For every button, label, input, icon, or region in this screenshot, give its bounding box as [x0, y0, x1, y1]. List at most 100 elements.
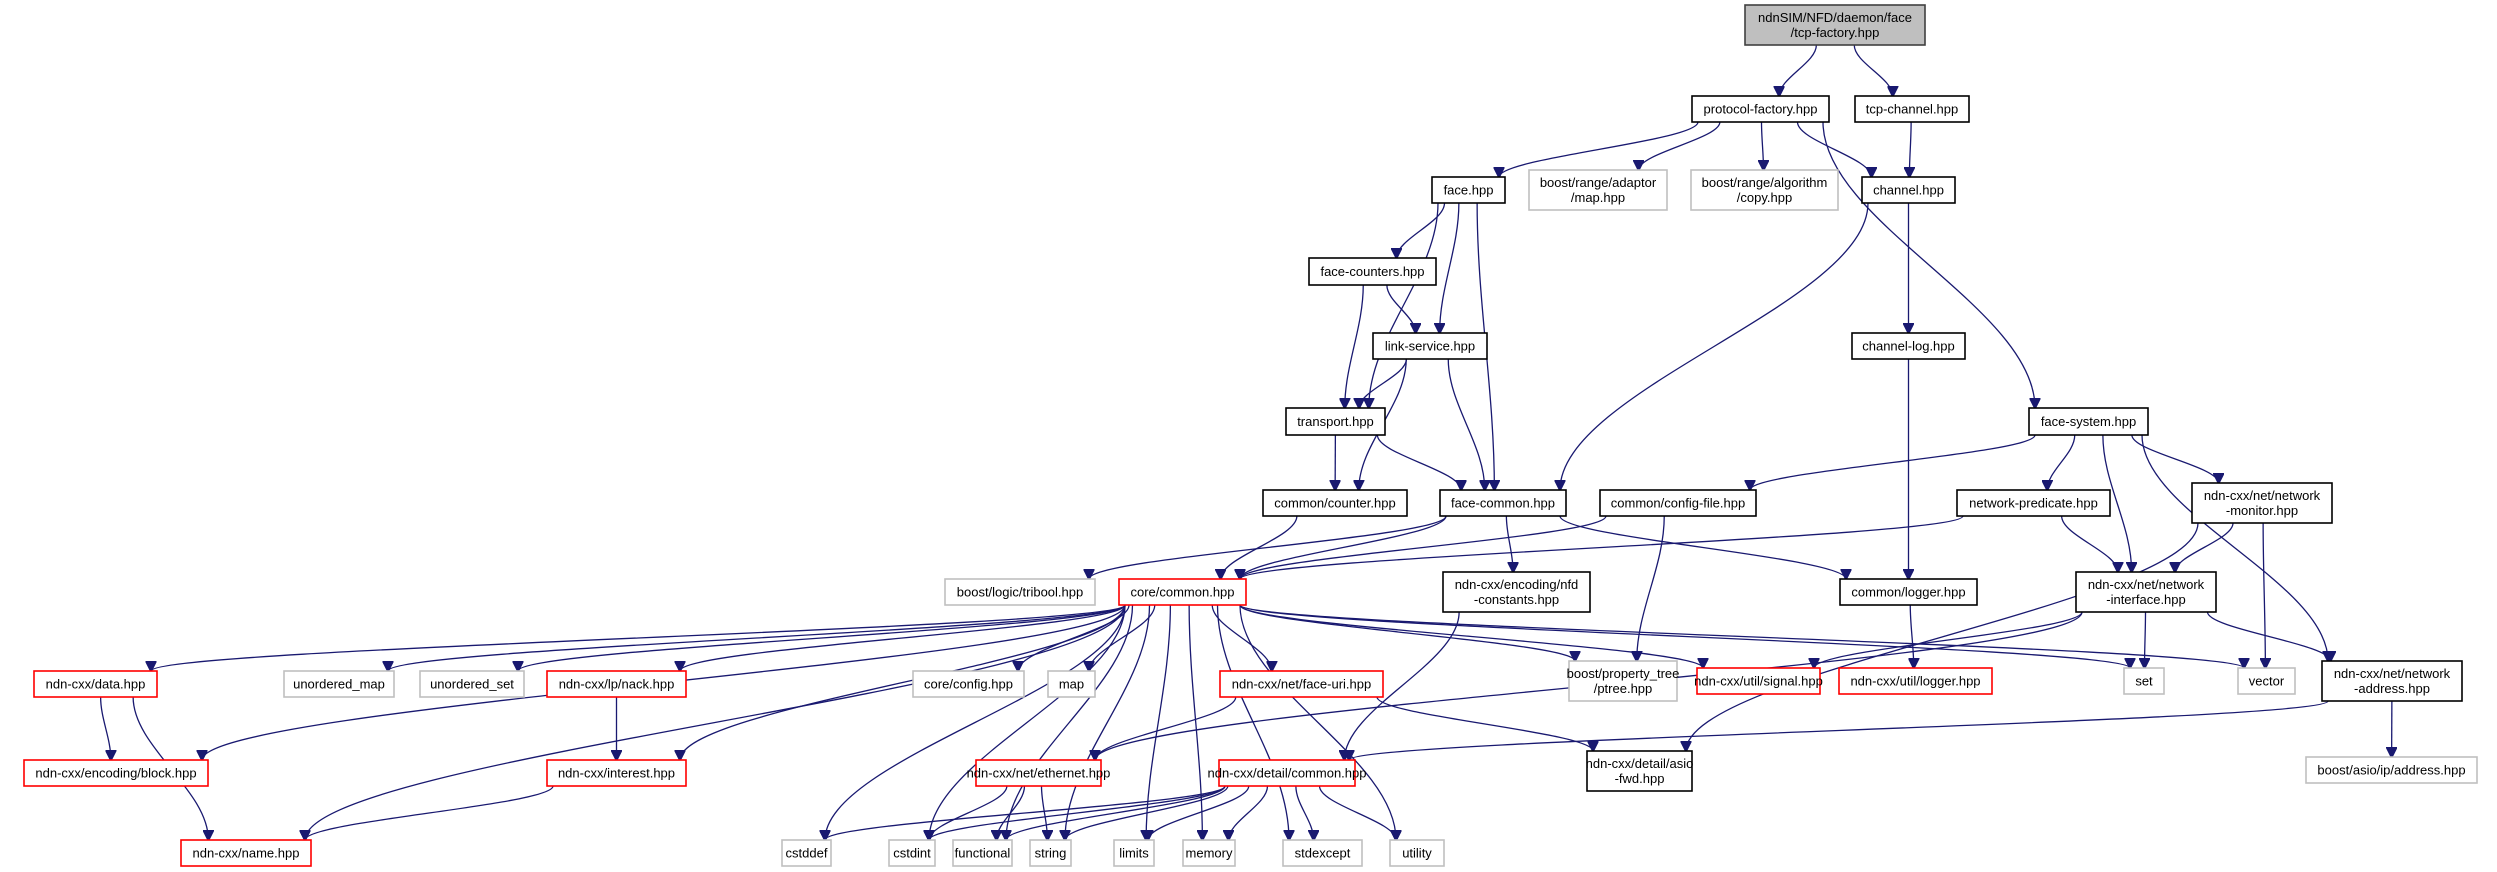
node-protocol-factory[interactable]: protocol-factory.hpp [1691, 95, 1830, 123]
node-label: cstddef [786, 846, 828, 861]
node-transport[interactable]: transport.hpp [1285, 407, 1386, 436]
node-label: ndn-cxx/net/network [2088, 577, 2205, 592]
edge-face-counters-to-link-service [1386, 284, 1416, 333]
edge-network-address-to-detail-common [1349, 700, 2329, 760]
node-core-common[interactable]: core/common.hpp [1118, 578, 1247, 606]
node-box [546, 670, 687, 698]
node-channel[interactable]: channel.hpp [1861, 176, 1956, 204]
node-data[interactable]: ndn-cxx/data.hpp [33, 670, 158, 698]
node-label: network-predicate.hpp [1969, 496, 2098, 511]
node-label: channel-log.hpp [1862, 339, 1955, 354]
node-label: ndn-cxx/name.hpp [193, 846, 300, 861]
node-box [1690, 169, 1839, 211]
node-box [180, 839, 312, 867]
node-label: ndn-cxx/detail/asio [1586, 756, 1694, 771]
node-box [546, 759, 687, 787]
node-adaptor-map: boost/range/adaptor/map.hpp [1528, 169, 1668, 211]
edge-core-common-to-unordered-set [518, 604, 1126, 671]
node-box [1118, 578, 1247, 606]
node-face-uri[interactable]: ndn-cxx/net/face-uri.hpp [1219, 670, 1384, 698]
node-core-config: core/config.hpp [912, 670, 1025, 698]
node-box [1442, 571, 1591, 613]
node-block[interactable]: ndn-cxx/encoding/block.hpp [23, 759, 209, 787]
edge-core-common-to-memory [1188, 604, 1202, 840]
node-network-interface[interactable]: ndn-cxx/net/network-interface.hpp [2075, 571, 2217, 613]
edge-core-common-to-vector [1239, 604, 2244, 668]
node-label: /ptree.hpp [1594, 681, 1653, 696]
node-signal[interactable]: ndn-cxx/util/signal.hpp [1694, 667, 1823, 695]
node-box [23, 759, 209, 787]
node-label: boost/logic/tribool.hpp [957, 585, 1083, 600]
node-util-logger[interactable]: ndn-cxx/util/logger.hpp [1838, 667, 1993, 695]
node-box [1218, 759, 1356, 787]
node-label: face-system.hpp [2041, 414, 2136, 429]
node-network-monitor[interactable]: ndn-cxx/net/network-monitor.hpp [2191, 482, 2333, 524]
node-vector: vector [2237, 667, 2296, 695]
node-network-address[interactable]: ndn-cxx/net/network-address.hpp [2321, 660, 2463, 702]
node-box [2191, 482, 2333, 524]
node-box [1854, 95, 1970, 123]
node-box [952, 839, 1013, 867]
node-common-logger[interactable]: common/logger.hpp [1839, 578, 1978, 606]
node-label: -fwd.hpp [1615, 771, 1665, 786]
edge-tcp-factory-to-tcp-channel [1853, 44, 1893, 96]
node-face-common[interactable]: face-common.hpp [1439, 489, 1567, 517]
node-interest[interactable]: ndn-cxx/interest.hpp [546, 759, 687, 787]
node-ethernet[interactable]: ndn-cxx/net/ethernet.hpp [967, 759, 1111, 787]
node-channel-log[interactable]: channel-log.hpp [1851, 332, 1966, 360]
edge-core-common-to-cstddef [825, 604, 1126, 840]
node-set: set [2123, 667, 2165, 695]
node-functional: functional [952, 839, 1013, 867]
node-box [912, 670, 1025, 698]
edge-config-file-to-ptree [1637, 515, 1665, 661]
node-box [1262, 489, 1408, 517]
node-box [2075, 571, 2217, 613]
edge-face-system-to-network-address [2141, 434, 2328, 661]
node-face-counters[interactable]: face-counters.hpp [1308, 257, 1437, 286]
edge-core-common-to-stdexcept [1216, 604, 1290, 840]
edge-network-interface-to-set [2145, 611, 2146, 668]
node-label: tcp-channel.hpp [1866, 102, 1959, 117]
node-box [419, 670, 525, 698]
node-box [1528, 169, 1668, 211]
node-box [1431, 176, 1506, 204]
node-nack[interactable]: ndn-cxx/lp/nack.hpp [546, 670, 687, 698]
node-label: channel.hpp [1873, 183, 1944, 198]
edge-protocol-factory-to-face-system [1822, 121, 2035, 408]
node-face[interactable]: face.hpp [1431, 176, 1506, 204]
node-label: ndn-cxx/encoding/nfd [1455, 577, 1579, 592]
node-face-system[interactable]: face-system.hpp [2028, 407, 2149, 436]
node-box [2123, 667, 2165, 695]
node-asio-fwd[interactable]: ndn-cxx/detail/asio-fwd.hpp [1586, 750, 1694, 792]
node-tcp-channel[interactable]: tcp-channel.hpp [1854, 95, 1970, 123]
edge-face-common-to-core-common [1240, 515, 1447, 579]
node-common-counter[interactable]: common/counter.hpp [1262, 489, 1408, 517]
edge-config-file-to-core-common [1240, 515, 1607, 579]
node-config-file[interactable]: common/config-file.hpp [1599, 489, 1757, 517]
node-ptree: boost/property_tree/ptree.hpp [1567, 660, 1679, 702]
node-detail-common[interactable]: ndn-cxx/detail/common.hpp [1208, 759, 1367, 787]
node-label: link-service.hpp [1385, 339, 1475, 354]
node-network-predicate[interactable]: network-predicate.hpp [1956, 489, 2111, 517]
node-link-service[interactable]: link-service.hpp [1372, 332, 1488, 360]
node-label: face-counters.hpp [1320, 264, 1424, 279]
node-label: set [2135, 674, 2153, 689]
edge-face-common-to-nfd-constants [1505, 515, 1513, 572]
node-box [2321, 660, 2463, 702]
edge-channel-to-face-common [1560, 202, 1869, 490]
node-box [1113, 839, 1155, 867]
node-label: boost/range/algorithm [1702, 175, 1828, 190]
edge-network-predicate-to-network-interface [2060, 515, 2118, 572]
edge-face-counters-to-transport [1345, 284, 1364, 408]
node-label: ndn-cxx/net/network [2204, 488, 2321, 503]
edge-core-common-to-limits [1146, 604, 1172, 840]
node-box [1568, 660, 1678, 702]
node-label: common/logger.hpp [1851, 585, 1965, 600]
node-label: ndn-cxx/encoding/block.hpp [35, 766, 196, 781]
node-box [1308, 257, 1437, 286]
node-map: map [1047, 670, 1096, 698]
node-name[interactable]: ndn-cxx/name.hpp [180, 839, 312, 867]
node-nfd-constants[interactable]: ndn-cxx/encoding/nfd-constants.hpp [1442, 571, 1591, 613]
node-box [1219, 670, 1384, 698]
